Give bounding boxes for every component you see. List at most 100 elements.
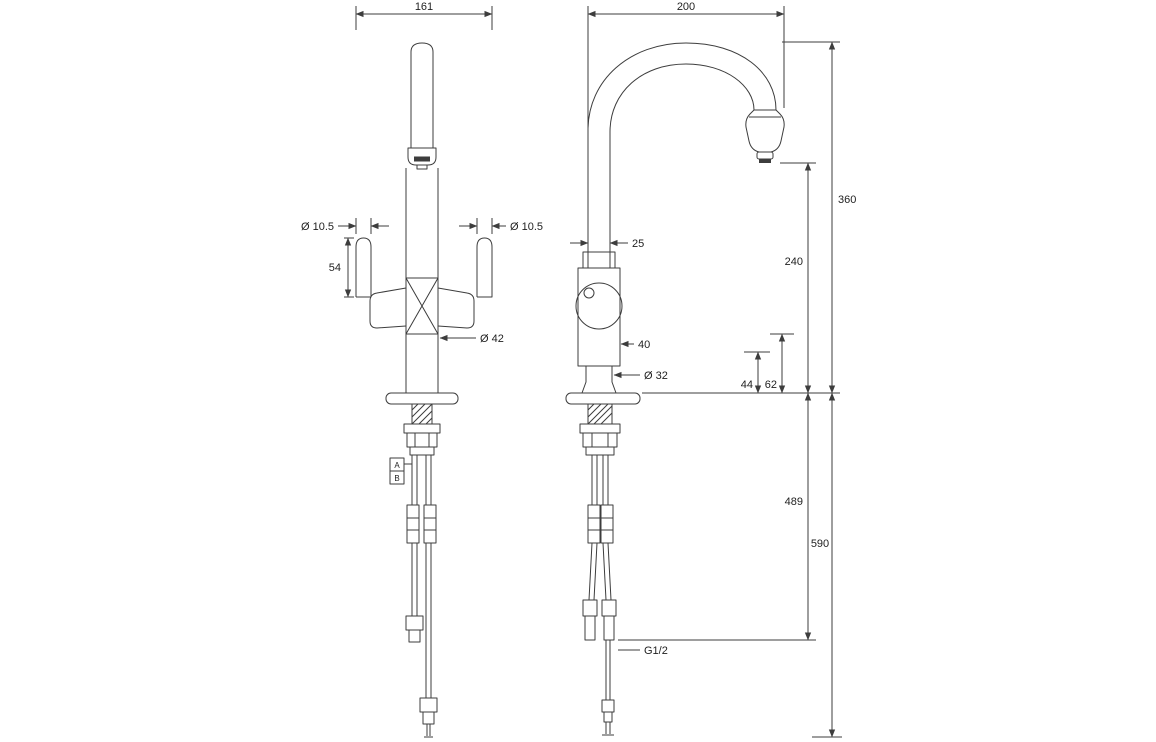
dim-outlet-height-and-hose-short: 240 489 xyxy=(780,162,816,641)
dim-body-dia-label: Ø 42 xyxy=(480,333,504,345)
hose-end-fitting xyxy=(405,615,424,631)
handle-lever xyxy=(476,237,493,298)
body-neck-outline xyxy=(581,366,617,394)
dim-shank-dia: Ø 32 xyxy=(613,370,668,382)
dim-handle-dia-right: Ø 10.5 xyxy=(459,218,543,234)
extension-lines xyxy=(355,6,493,30)
thread-hatch-lines xyxy=(411,403,433,425)
dim-handle-dia-left: Ø 10.5 xyxy=(301,218,389,234)
front-view: 161 Ø 10.5 xyxy=(301,1,543,738)
dim-width-label: 161 xyxy=(415,1,433,13)
mounting-washer xyxy=(403,423,441,434)
handle-connector xyxy=(437,287,475,329)
dim-base-offset-large: 62 xyxy=(765,333,794,394)
dim-hose-long-label: 590 xyxy=(811,538,829,550)
extension-lines xyxy=(587,6,785,128)
hose-lines-upper xyxy=(591,455,609,505)
dim-depth: 200 xyxy=(587,1,785,128)
front-under-deck-hardware xyxy=(403,403,441,738)
side-view: 200 25 40 Ø 32 xyxy=(565,1,856,738)
dim-shank-dia-label: Ø 32 xyxy=(644,370,668,382)
mounting-shank xyxy=(411,404,433,424)
trim-screw-circle xyxy=(583,287,595,299)
hose-end-fitting-left xyxy=(582,599,598,617)
hose-connector-left xyxy=(406,504,420,544)
dim-body-width: 40 xyxy=(620,339,650,351)
extension-lines xyxy=(355,218,372,234)
dim-spout-dia-label: 25 xyxy=(632,238,644,250)
handle-connector xyxy=(369,287,407,329)
side-deck-plate xyxy=(565,392,641,405)
dim-depth-label: 200 xyxy=(677,1,695,13)
side-spout xyxy=(587,42,785,268)
dim-handle-height: 54 xyxy=(329,237,354,298)
spray-head-outline xyxy=(407,147,437,166)
dim-handle-height-label: 54 xyxy=(329,262,341,274)
spout-tube-outline xyxy=(410,42,434,149)
hose-collar xyxy=(409,446,435,456)
hose-end-thread-left xyxy=(584,615,596,641)
side-under-deck-hardware xyxy=(579,403,621,736)
hose-end-thread-right xyxy=(603,615,615,641)
mounting-nut xyxy=(406,432,438,448)
dim-total-height-and-hose-long: 360 590 xyxy=(642,41,856,738)
pullout-hose-lines xyxy=(605,640,611,700)
dim-base-offset-small-label: 44 xyxy=(741,379,753,391)
dim-handle-dia-right-label: Ø 10.5 xyxy=(510,221,543,233)
connector-band-lines xyxy=(407,517,419,531)
side-body xyxy=(575,251,623,394)
dim-handle-dia-left-label: Ø 10.5 xyxy=(301,221,334,233)
pullout-hose-fitting xyxy=(419,697,438,713)
mounting-washer xyxy=(579,423,621,434)
aerator-tip xyxy=(416,164,428,170)
pullout-hose-thread xyxy=(422,711,435,725)
hose-collar xyxy=(585,446,615,456)
dim-base-offset-large-label: 62 xyxy=(765,379,777,391)
dim-connection-thread-label: G1/2 xyxy=(644,645,668,657)
gooseneck-inner-line xyxy=(609,63,755,268)
hose-end-thread xyxy=(408,629,421,643)
aerator-tip xyxy=(756,151,774,160)
gooseneck-outer-line xyxy=(587,42,777,268)
extension-lines xyxy=(476,218,493,234)
pullout-hose-fitting xyxy=(601,699,615,713)
dim-spout-dia: 25 xyxy=(570,238,644,250)
hose-connector-left xyxy=(587,504,601,544)
hose-connector-right xyxy=(423,504,437,544)
hose-tag-ab: A B xyxy=(389,457,412,485)
tag-label-a: A xyxy=(394,461,400,470)
aerator-slot xyxy=(759,159,771,163)
dim-hose-short-label: 489 xyxy=(785,496,803,508)
body-outline xyxy=(577,267,621,367)
dim-base-offset-small: 44 xyxy=(741,351,770,394)
dim-connection-thread: G1/2 xyxy=(618,639,816,657)
hose-end-fitting-right xyxy=(601,599,617,617)
hose-lines-lower xyxy=(588,542,612,601)
handle-housing-circle xyxy=(575,282,623,330)
dim-total-height-label: 360 xyxy=(838,194,856,206)
dim-body-width-label: 40 xyxy=(638,339,650,351)
hose-end-tip xyxy=(424,724,433,738)
aerator-slot xyxy=(414,156,430,162)
connector-band-lines xyxy=(588,517,600,531)
handle-lever xyxy=(355,237,372,298)
front-spout xyxy=(407,42,437,170)
thread-hatch-lines xyxy=(587,403,613,425)
riser-outline xyxy=(405,168,439,393)
tag-label-b: B xyxy=(394,474,399,483)
connector-band-lines xyxy=(424,517,436,531)
tag-box-b xyxy=(389,470,405,485)
valve-cross-lines xyxy=(405,277,439,335)
hose-lines xyxy=(411,455,432,698)
nut-facet-lines xyxy=(414,433,430,447)
front-right-handle xyxy=(437,237,493,329)
spray-head-outline xyxy=(745,109,785,153)
dim-body-dia: Ø 42 xyxy=(439,333,504,345)
pullout-hose-thread xyxy=(603,711,613,723)
mounting-shank xyxy=(587,404,613,424)
hose-end-tip xyxy=(602,722,614,736)
front-deck-plate xyxy=(385,392,459,405)
mounting-nut xyxy=(582,432,618,448)
